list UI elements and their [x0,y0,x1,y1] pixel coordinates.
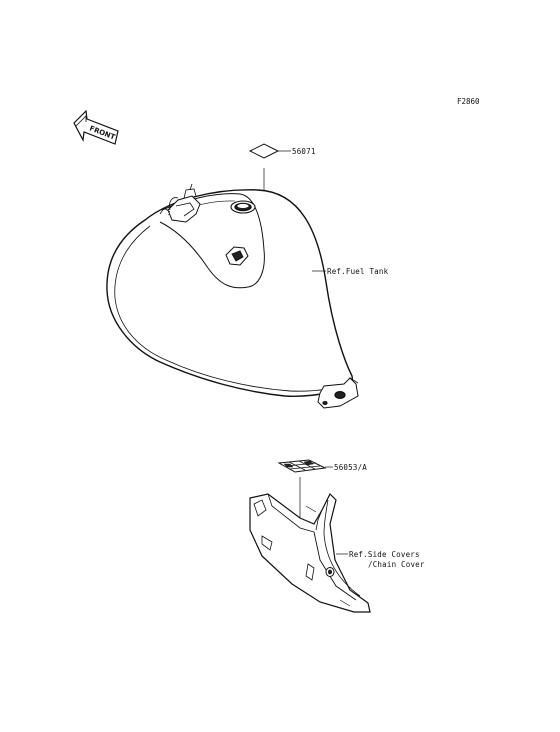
label-56071-icon [248,143,280,159]
fuel-tank-drawing [106,183,359,409]
figure-id: F2860 [457,97,480,106]
part-number-56053a: 56053/A [334,463,367,472]
ref-side-covers: Ref.Side Covers [349,550,420,559]
ref-fuel-tank: Ref.Fuel Tank [327,267,389,276]
label-56053a-icon [277,459,327,473]
side-cover-drawing [249,492,371,613]
front-arrow-icon: FRONT [73,109,119,145]
ref-chain-cover: /Chain Cover [368,560,425,569]
part-number-56071: 56071 [292,147,316,156]
